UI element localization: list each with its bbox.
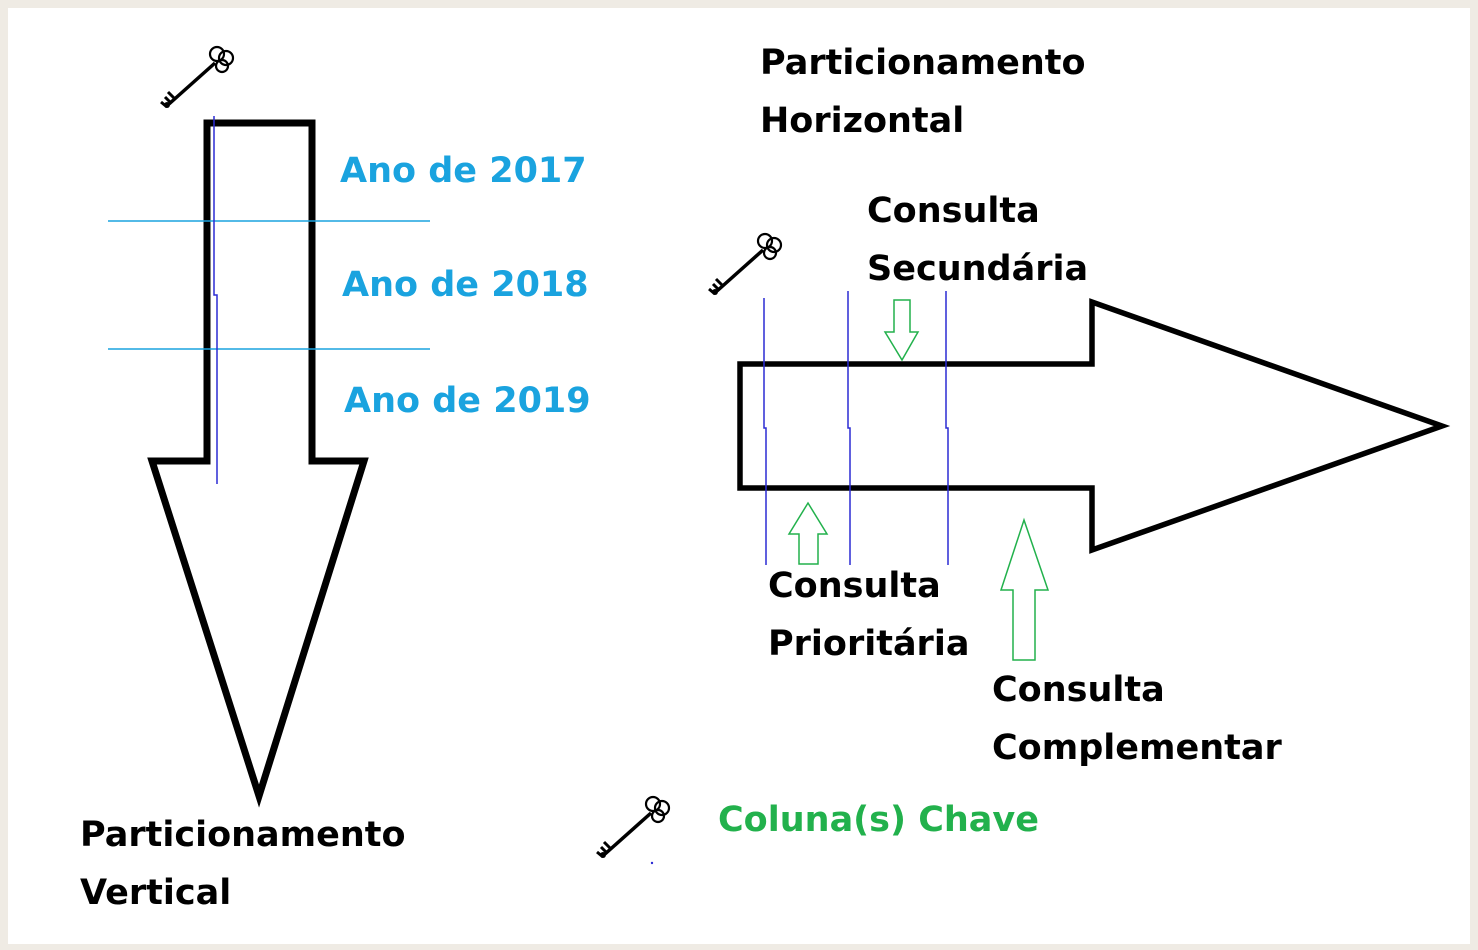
key-column-line-2 <box>847 291 851 565</box>
secondary-query-line2: Secundária <box>867 249 1088 289</box>
legend-key-icon <box>595 795 671 860</box>
secondary-query-arrow <box>883 299 920 362</box>
priority-query-arrow <box>787 501 829 565</box>
vertical-partition-arrow <box>147 119 369 808</box>
year-label-2018: Ano de 2018 <box>342 265 589 305</box>
year-label-2019: Ano de 2019 <box>344 381 591 421</box>
key-column-line-3 <box>945 291 949 565</box>
complementary-query-line2: Complementar <box>992 728 1282 768</box>
priority-query-line2: Prioritária <box>768 624 969 664</box>
key-column-line-1 <box>763 298 767 565</box>
key-icon <box>707 232 783 297</box>
vertical-title-line2: Vertical <box>80 873 231 913</box>
priority-query-line1: Consulta <box>768 566 941 606</box>
vertical-title-line1: Particionamento <box>80 815 406 855</box>
secondary-query-line1: Consulta <box>867 191 1040 231</box>
partition-diagram: Particionamento Vertical Particionamento… <box>80 43 1451 913</box>
diagram-canvas: Particionamento Vertical Particionamento… <box>8 8 1470 944</box>
horizontal-partition-arrow <box>737 298 1451 554</box>
key-icon <box>159 45 235 110</box>
horizontal-title-line1: Particionamento <box>760 43 1086 83</box>
complementary-query-line1: Consulta <box>992 670 1165 710</box>
year-label-2017: Ano de 2017 <box>340 151 587 191</box>
key-column-line-vertical <box>213 116 218 484</box>
legend-key-label: Coluna(s) Chave <box>718 800 1039 840</box>
complementary-query-arrow <box>999 517 1050 661</box>
horizontal-title-line2: Horizontal <box>760 101 964 141</box>
